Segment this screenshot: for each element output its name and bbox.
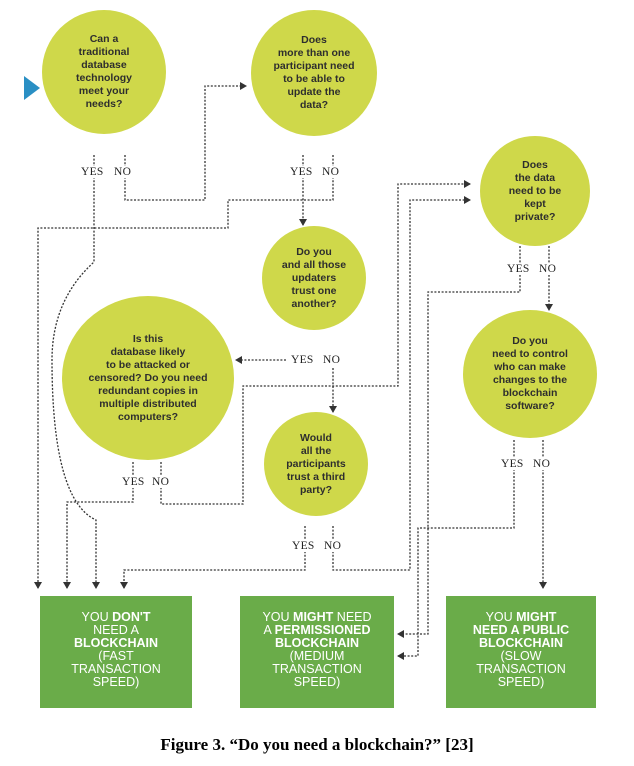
entry-arrow bbox=[24, 76, 40, 100]
connector-q6-yes bbox=[397, 440, 515, 660]
question-trust-third-party: Would all the participants trust a third… bbox=[264, 412, 368, 516]
q4-no-label: NO bbox=[322, 354, 342, 366]
question-trust-updaters: Do you and all those updaters trust one … bbox=[262, 226, 366, 330]
connector-q2-no bbox=[34, 155, 334, 589]
result-permissioned-blockchain: YOU MIGHT NEED A PERMISSIONED BLOCKCHAIN… bbox=[240, 596, 394, 708]
connector-q7-yes bbox=[120, 526, 306, 589]
result-emphasis: MIGHT bbox=[293, 610, 334, 624]
result-text: NEED bbox=[333, 610, 372, 624]
q1-no-label: NO bbox=[113, 166, 133, 178]
question-text: Do you and all those updaters trust one … bbox=[281, 245, 347, 310]
question-text: Do you need to control who can make chan… bbox=[492, 335, 568, 412]
q2-yes-label: YES bbox=[289, 166, 314, 178]
result-text: BLOCKCHAIN bbox=[274, 636, 360, 650]
q3-no-label: NO bbox=[538, 263, 558, 275]
result-emphasis: MIGHT bbox=[516, 610, 557, 624]
result-text: NEED A bbox=[93, 623, 139, 637]
question-control-software: Do you need to control who can make chan… bbox=[463, 310, 597, 438]
question-data-private: Does the data need to be kept private? bbox=[480, 136, 590, 246]
connector-q3-yes bbox=[397, 246, 521, 638]
result-text: (MEDIUM bbox=[289, 649, 345, 663]
result-text: (FAST bbox=[98, 649, 134, 663]
question-text: Can a traditional database technology me… bbox=[75, 33, 132, 110]
result-emphasis: PERMISSIONED bbox=[274, 623, 371, 637]
result-public-blockchain: YOU MIGHT NEED A PUBLIC BLOCKCHAIN (SLOW… bbox=[446, 596, 596, 708]
q7-yes-label: YES bbox=[291, 540, 316, 552]
result-text: SPEED) bbox=[92, 675, 140, 689]
q5-no-label: NO bbox=[151, 476, 171, 488]
q6-yes-label: YES bbox=[500, 458, 525, 470]
question-text: Does the data need to be kept private? bbox=[508, 158, 562, 223]
result-text: BLOCKCHAIN bbox=[478, 636, 564, 650]
result-text: A bbox=[263, 623, 275, 637]
figure-caption: Figure 3. “Do you need a blockchain?” [2… bbox=[160, 735, 474, 754]
question-attacked-censored: Is this database likely to be attacked o… bbox=[62, 296, 234, 460]
result-no-blockchain: YOU DON'T NEED A BLOCKCHAIN (FAST TRANSA… bbox=[40, 596, 192, 708]
result-text: TRANSACTION bbox=[71, 662, 161, 676]
q3-yes-label: YES bbox=[506, 263, 531, 275]
result-text: SPEED) bbox=[293, 675, 341, 689]
flowchart-connectors bbox=[24, 76, 553, 660]
result-text: (SLOW bbox=[500, 649, 542, 663]
result-text: SPEED) bbox=[497, 675, 545, 689]
result-text: NEED A PUBLIC bbox=[472, 623, 570, 637]
q6-no-label: NO bbox=[532, 458, 552, 470]
q5-yes-label: YES bbox=[121, 476, 146, 488]
result-text: BLOCKCHAIN bbox=[73, 636, 159, 650]
connector-q1-yes bbox=[51, 155, 100, 589]
question-traditional-database: Can a traditional database technology me… bbox=[42, 10, 166, 134]
connector-q7-no bbox=[332, 196, 471, 571]
result-text: YOU bbox=[485, 610, 517, 624]
q7-no-label: NO bbox=[323, 540, 343, 552]
result-text: TRANSACTION bbox=[272, 662, 362, 676]
question-multiple-participants: Does more than one participant need to b… bbox=[251, 10, 377, 136]
connector-q5-no bbox=[160, 180, 471, 505]
question-text: Is this database likely to be attacked o… bbox=[88, 332, 208, 423]
result-text: YOU bbox=[262, 610, 294, 624]
result-text: TRANSACTION bbox=[476, 662, 566, 676]
connector-q1-no bbox=[124, 82, 247, 201]
q2-no-label: NO bbox=[321, 166, 341, 178]
question-text: Does more than one participant need to b… bbox=[273, 34, 355, 111]
result-emphasis: DON'T bbox=[112, 610, 151, 624]
result-text: YOU bbox=[81, 610, 113, 624]
question-text: Would all the participants trust a third… bbox=[286, 431, 346, 496]
q1-yes-label: YES bbox=[80, 166, 105, 178]
q4-yes-label: YES bbox=[290, 354, 315, 366]
